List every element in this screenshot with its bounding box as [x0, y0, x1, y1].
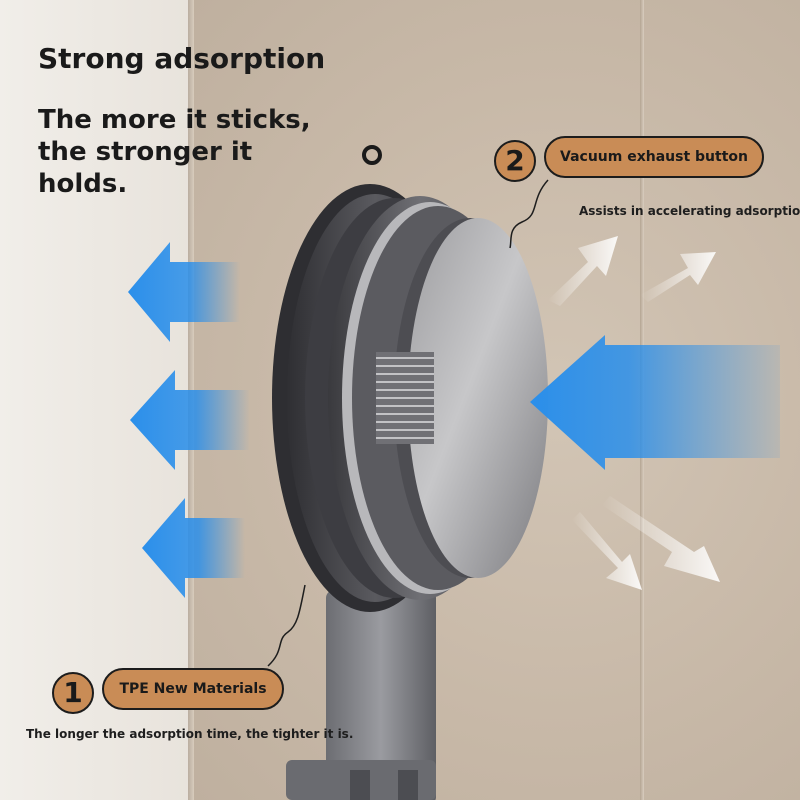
ring-icon: [362, 145, 382, 165]
leader-line-2: [509, 179, 549, 249]
callout-description-vacuum-button: Assists in accelerating adsorption: [579, 204, 800, 218]
vacuum-button-disc: [394, 218, 548, 578]
hook-arm: [286, 590, 436, 800]
diagonal-arrow-icon: [640, 252, 716, 302]
left-arrow-icon: [142, 498, 245, 598]
page-title: Strong adsorption: [38, 42, 326, 75]
page-subtitle: The more it sticks, the stronger it hold…: [38, 105, 311, 199]
diagonal-arrow-icon: [572, 512, 642, 590]
diagonal-arrow-icon: [602, 496, 720, 582]
diagonal-arrow-icon: [548, 236, 618, 306]
callout-number-2: 2: [494, 140, 536, 182]
leader-line-1: [267, 584, 306, 667]
callout-description-tpe: The longer the adsorption time, the tigh…: [26, 727, 354, 741]
callout-label-tpe: TPE New Materials: [102, 668, 284, 710]
callout-label-vacuum-button: Vacuum exhaust button: [544, 136, 764, 178]
callout-number-1: 1: [52, 672, 94, 714]
left-arrow-icon: [130, 370, 250, 470]
left-arrow-icon: [530, 335, 780, 470]
left-arrow-icon: [128, 242, 240, 342]
knurled-grip: [376, 352, 434, 444]
